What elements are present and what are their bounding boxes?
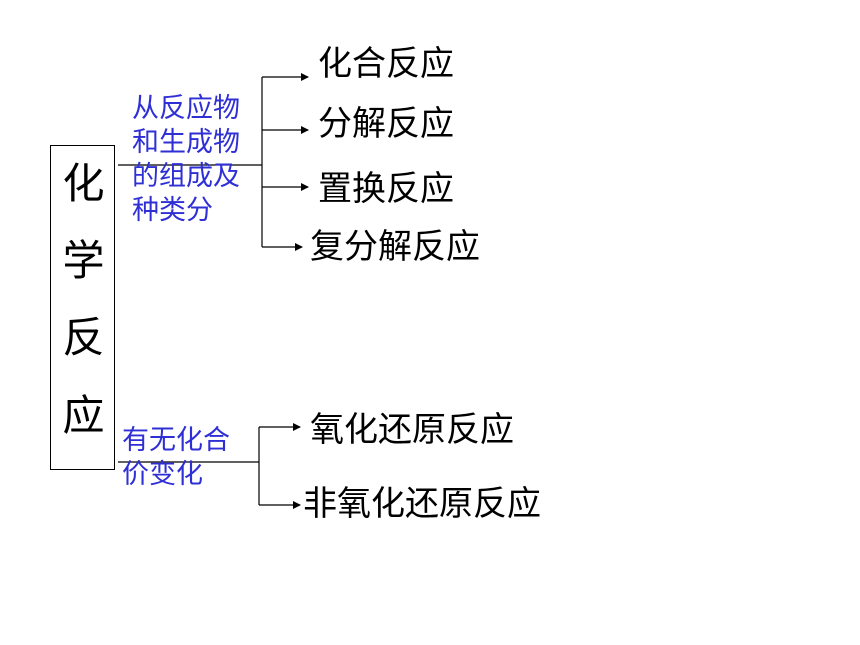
root-char: 应 (62, 391, 105, 440)
leaf-redox-reaction: 氧化还原反应 (310, 410, 514, 450)
root-node: 化 学 反 应 (50, 145, 115, 470)
criterion-valence: 有无化合 价变化 (122, 424, 230, 492)
criterion-line: 的组成及 (132, 161, 240, 192)
leaf-non-redox-reaction: 非氧化还原反应 (303, 484, 541, 524)
leaf-decomposition-reaction: 分解反应 (318, 104, 454, 144)
leaf-displacement-reaction: 置换反应 (318, 169, 454, 209)
criterion-line: 和生成物 (132, 127, 240, 158)
leaf-double-decomposition-reaction: 复分解反应 (310, 227, 480, 267)
criterion-line: 从反应物 (132, 93, 240, 124)
root-char: 化 (62, 159, 105, 208)
criterion-line: 价变化 (122, 459, 203, 490)
leaf-combination-reaction: 化合反应 (318, 44, 454, 84)
criterion-composition: 从反应物 和生成物 的组成及 种类分 (132, 92, 240, 228)
root-char: 反 (62, 313, 105, 362)
criterion-line: 有无化合 (122, 425, 230, 456)
root-char: 学 (62, 236, 105, 285)
criterion-line: 种类分 (132, 195, 213, 226)
